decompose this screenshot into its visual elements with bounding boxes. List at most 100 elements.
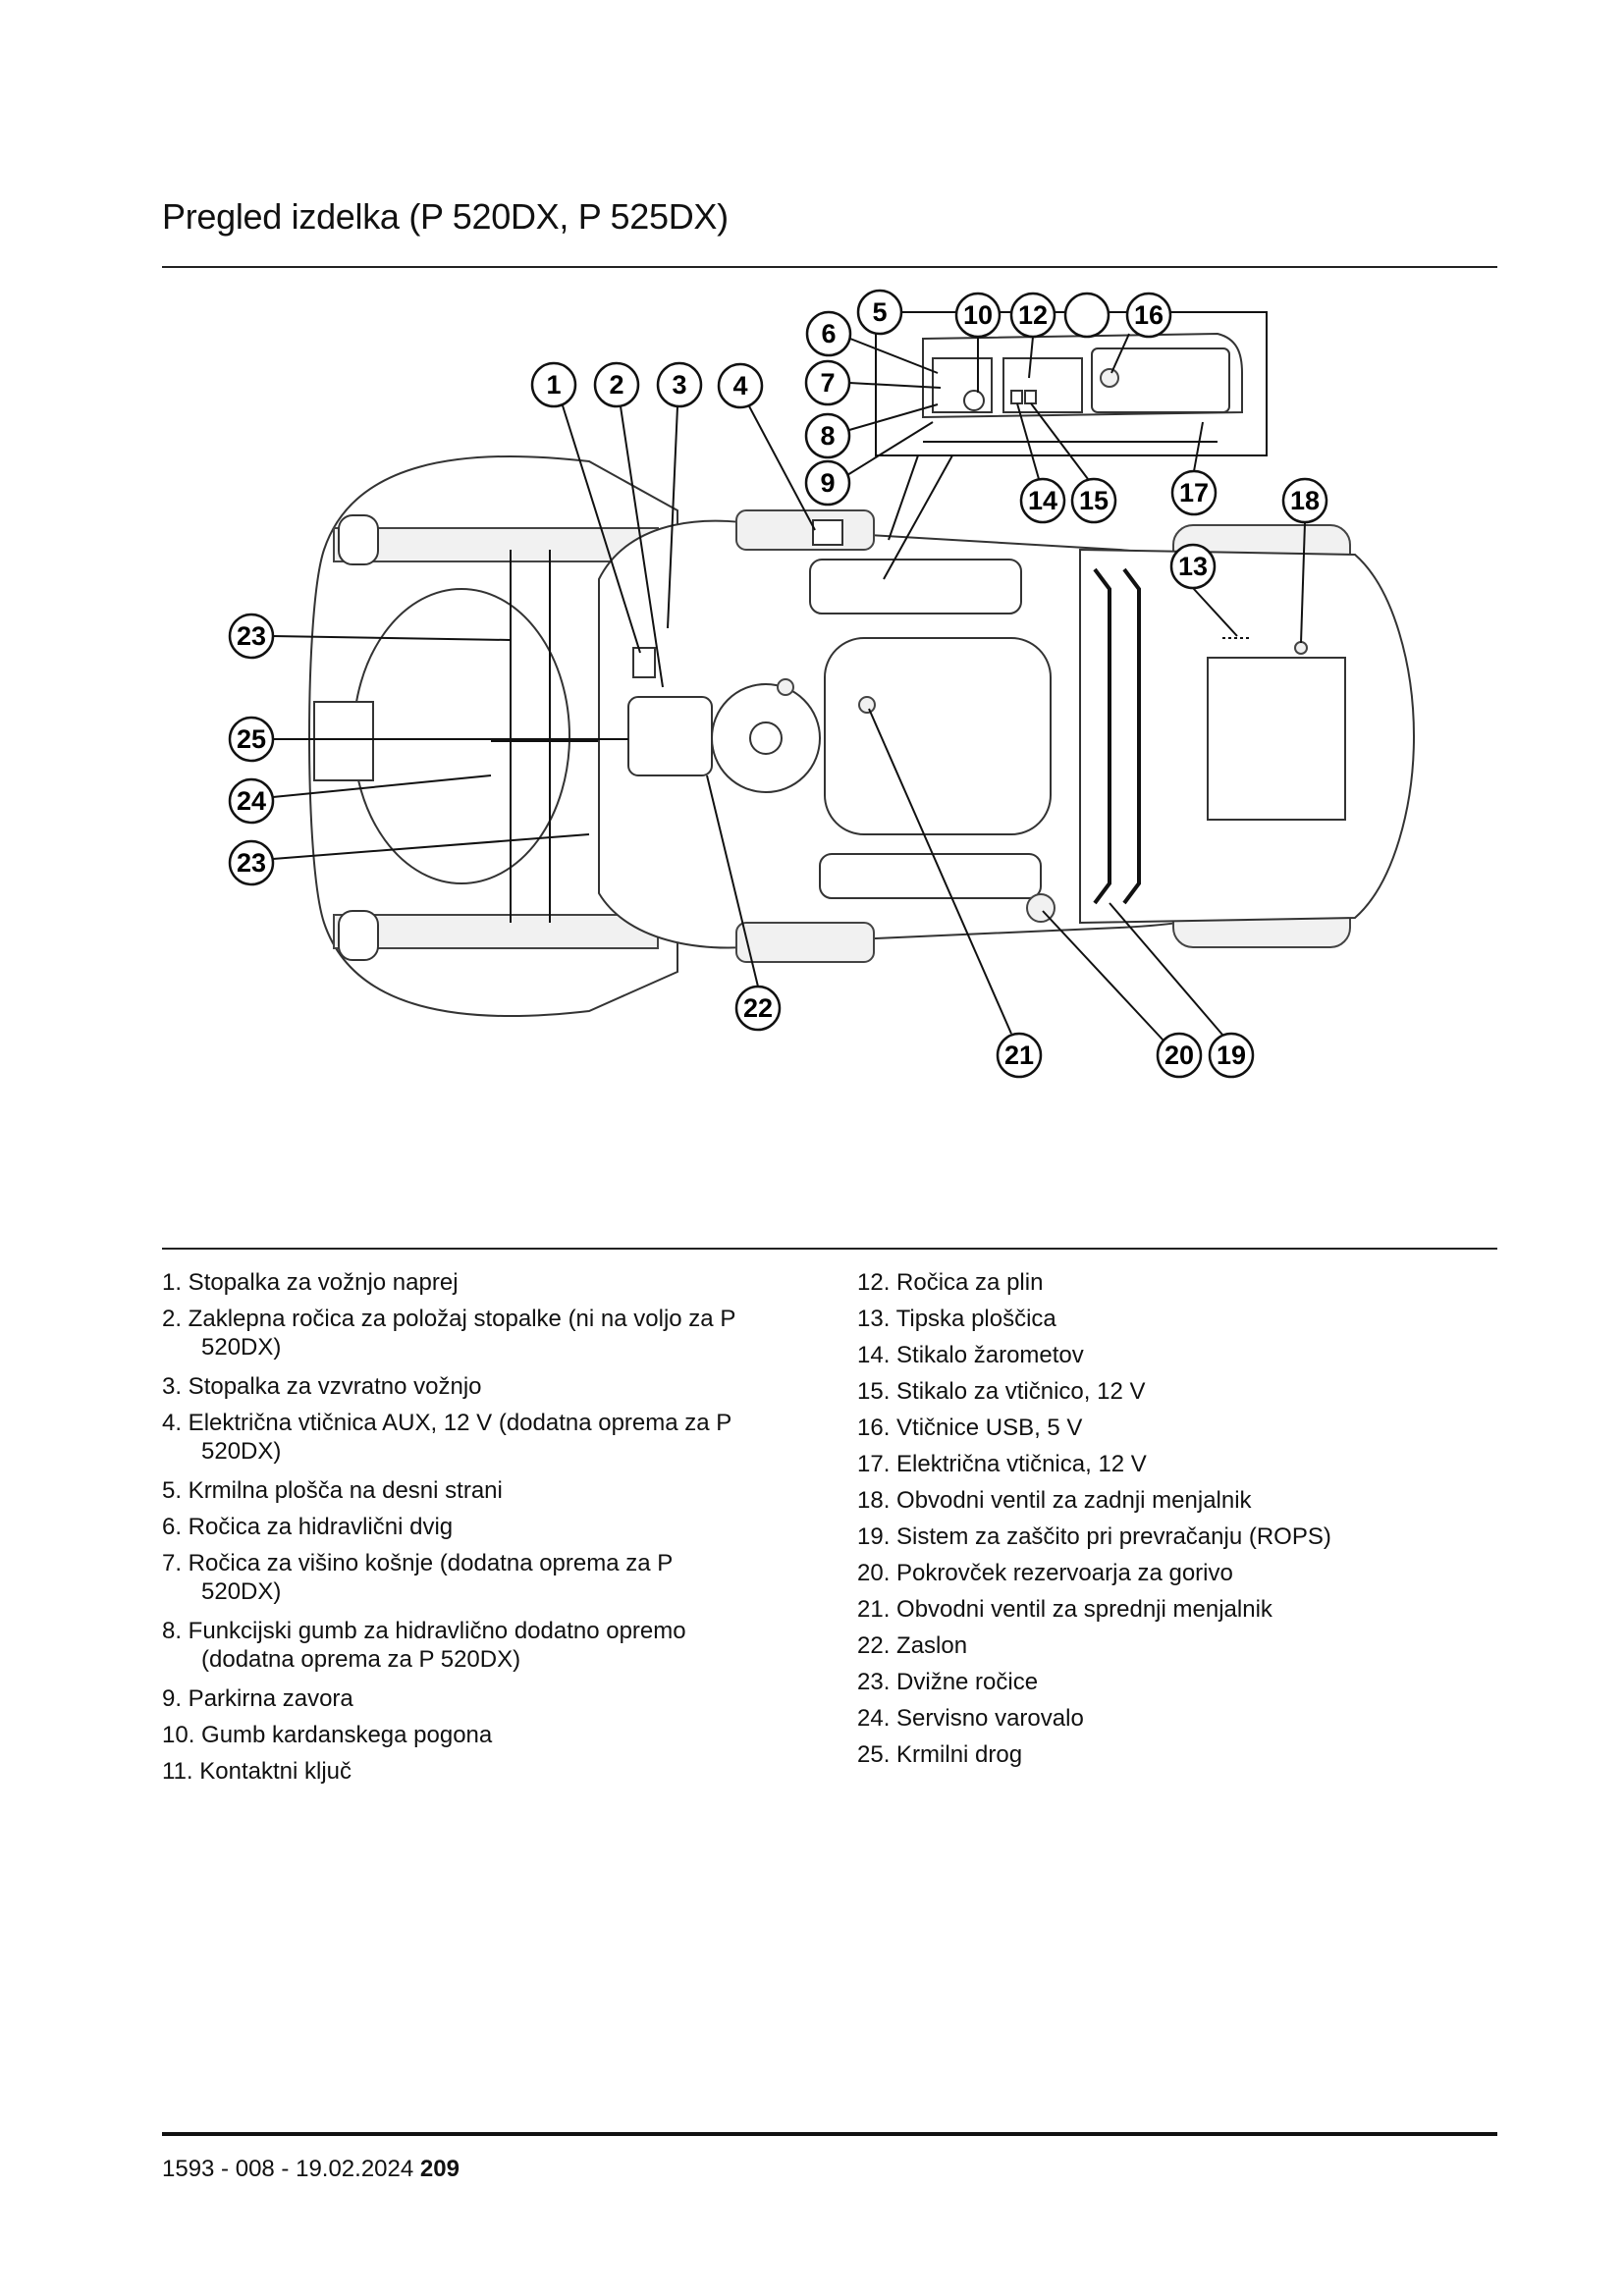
svg-text:23: 23 bbox=[237, 621, 266, 651]
legend-item-continuation: 520DX) bbox=[201, 1334, 282, 1361]
svg-text:22: 22 bbox=[743, 993, 773, 1023]
front-wheel-top bbox=[338, 514, 379, 565]
legend-item: 18. Obvodni ventil za zadnji menjalnik bbox=[857, 1482, 1505, 1519]
legend-item: 24. Servisno varovalo bbox=[857, 1700, 1505, 1736]
legend-item-continuation: (dodatna oprema za P 520DX) bbox=[201, 1646, 521, 1673]
svg-text:23: 23 bbox=[237, 848, 266, 878]
front-lift-arm-top bbox=[333, 527, 659, 562]
legend-item-text: 13. Tipska ploščica bbox=[857, 1306, 1056, 1332]
legend-divider bbox=[162, 1248, 1497, 1250]
legend-item: 11. Kontaktni ključ bbox=[162, 1753, 810, 1789]
legend-item-continuation: 520DX) bbox=[201, 1438, 282, 1465]
svg-text:17: 17 bbox=[1179, 478, 1209, 507]
legend-item-text: 12. Ročica za plin bbox=[857, 1269, 1044, 1296]
mower-illustration bbox=[308, 454, 1416, 1018]
legend-item: 22. Zaslon bbox=[857, 1628, 1505, 1664]
legend-item-text: 11. Kontaktni ključ bbox=[162, 1758, 352, 1785]
control-panel-detail bbox=[875, 311, 1268, 580]
svg-text:3: 3 bbox=[672, 370, 686, 400]
forward-pedal bbox=[632, 647, 656, 678]
legend-item: 13. Tipska ploščica bbox=[857, 1301, 1505, 1337]
legend-item: 23. Dvižne ročice bbox=[857, 1664, 1505, 1700]
seat bbox=[824, 637, 1052, 835]
callout-13: 13 bbox=[1169, 543, 1217, 590]
callout-18: 18 bbox=[1281, 477, 1328, 524]
legend-item: 20. Pokrovček rezervoarja za gorivo bbox=[857, 1555, 1505, 1591]
title-divider bbox=[162, 266, 1497, 268]
callout-25: 25 bbox=[228, 716, 275, 763]
legend-item: 9. Parkirna zavora bbox=[162, 1681, 810, 1717]
callout-19: 19 bbox=[1208, 1032, 1255, 1079]
svg-text:16: 16 bbox=[1134, 300, 1164, 330]
callout-1: 1 bbox=[530, 361, 577, 408]
svg-text:15: 15 bbox=[1079, 486, 1109, 515]
front-bypass-valve bbox=[858, 696, 876, 714]
legend-item-text: 17. Električna vtičnica, 12 V bbox=[857, 1451, 1147, 1477]
callout-10: 10 bbox=[954, 292, 1001, 339]
legend-item: 19. Sistem za zaščito pri prevračanju (R… bbox=[857, 1519, 1505, 1555]
svg-text:1: 1 bbox=[546, 370, 561, 400]
legend-item-text: 18. Obvodni ventil za zadnji menjalnik bbox=[857, 1487, 1252, 1514]
legend-item: 14. Stikalo žarometov bbox=[857, 1337, 1505, 1373]
rear-wheel-left bbox=[735, 509, 875, 551]
legend-item-text: 25. Krmilni drog bbox=[857, 1741, 1023, 1768]
svg-text:14: 14 bbox=[1028, 486, 1057, 515]
callout-6: 6 bbox=[805, 310, 852, 357]
legend-item: 16. Vtičnice USB, 5 V bbox=[857, 1410, 1505, 1446]
legend-item-text: 9. Parkirna zavora bbox=[162, 1685, 353, 1712]
svg-text:13: 13 bbox=[1178, 552, 1208, 581]
callout-12: 12 bbox=[1009, 292, 1056, 339]
legend-item-text: 8. Funkcijski gumb za hidravlično dodatn… bbox=[162, 1618, 686, 1644]
svg-text:5: 5 bbox=[872, 297, 887, 327]
mower-overview-diagram: 1 2 3 4 5 6 7 8 9 10 12 16 14 15 17 18 1… bbox=[228, 289, 1416, 1079]
legend-item: 3. Stopalka za vzvratno vožnjo bbox=[162, 1368, 810, 1405]
callout-9: 9 bbox=[804, 459, 851, 507]
callout-5: 5 bbox=[856, 289, 903, 336]
leader-lines bbox=[272, 311, 1306, 1041]
legend-item-text: 3. Stopalka za vzvratno vožnjo bbox=[162, 1373, 482, 1400]
callout-8: 8 bbox=[804, 412, 851, 459]
legend-item-text: 10. Gumb kardanskega pogona bbox=[162, 1722, 493, 1748]
usb-socket bbox=[1100, 368, 1119, 388]
legend-item: 8. Funkcijski gumb za hidravlično dodatn… bbox=[162, 1613, 810, 1675]
legend-item-text: 22. Zaslon bbox=[857, 1632, 968, 1659]
footer-divider bbox=[162, 2132, 1497, 2136]
legend-item-text: 6. Ročica za hidravlični dvig bbox=[162, 1514, 454, 1540]
callout-15: 15 bbox=[1070, 477, 1117, 524]
display-console bbox=[627, 696, 713, 776]
legend-item-text: 14. Stikalo žarometov bbox=[857, 1342, 1084, 1368]
callout-22: 22 bbox=[734, 985, 782, 1032]
svg-text:8: 8 bbox=[820, 421, 835, 451]
legend-list-right: 12. Ročica za plin 13. Tipska ploščica 14.… bbox=[857, 1264, 1505, 1773]
svg-text:25: 25 bbox=[237, 724, 266, 754]
legend-item-continuation: 520DX) bbox=[201, 1578, 282, 1605]
callout-23-bottom: 23 bbox=[228, 839, 275, 886]
callout-7: 7 bbox=[804, 359, 851, 406]
legend-item: 4. Električna vtičnica AUX, 12 V (dodatn… bbox=[162, 1405, 810, 1467]
aux-socket bbox=[812, 519, 843, 546]
callout-blank bbox=[1063, 292, 1110, 339]
page-number: 209 bbox=[419, 2156, 460, 2182]
svg-text:10: 10 bbox=[963, 300, 993, 330]
deck-front-bracket bbox=[313, 701, 374, 781]
legend-item-text: 5. Krmilna plošča na desni strani bbox=[162, 1477, 503, 1504]
rear-bypass-valve bbox=[1294, 641, 1308, 655]
svg-text:19: 19 bbox=[1217, 1041, 1246, 1070]
hood-panel bbox=[1207, 657, 1346, 821]
svg-text:6: 6 bbox=[821, 319, 836, 348]
callout-20: 20 bbox=[1156, 1032, 1203, 1079]
front-wheel-bottom bbox=[338, 910, 379, 961]
svg-text:18: 18 bbox=[1290, 486, 1320, 515]
front-lift-arm-bottom bbox=[333, 914, 659, 949]
callout-23-top: 23 bbox=[228, 613, 275, 660]
legend-item-text: 2. Zaklepna ročica za položaj stopalke (… bbox=[162, 1306, 736, 1332]
callout-14: 14 bbox=[1019, 477, 1066, 524]
legend-item-text: 19. Sistem za zaščito pri prevračanju (R… bbox=[857, 1523, 1331, 1550]
legend-item-text: 15. Stikalo za vtičnico, 12 V bbox=[857, 1378, 1146, 1405]
legend-item: 10. Gumb kardanskega pogona bbox=[162, 1717, 810, 1753]
left-armrest bbox=[819, 853, 1042, 899]
svg-text:24: 24 bbox=[237, 786, 266, 816]
legend-item-text: 20. Pokrovček rezervoarja za gorivo bbox=[857, 1560, 1233, 1586]
callout-24: 24 bbox=[228, 777, 275, 825]
